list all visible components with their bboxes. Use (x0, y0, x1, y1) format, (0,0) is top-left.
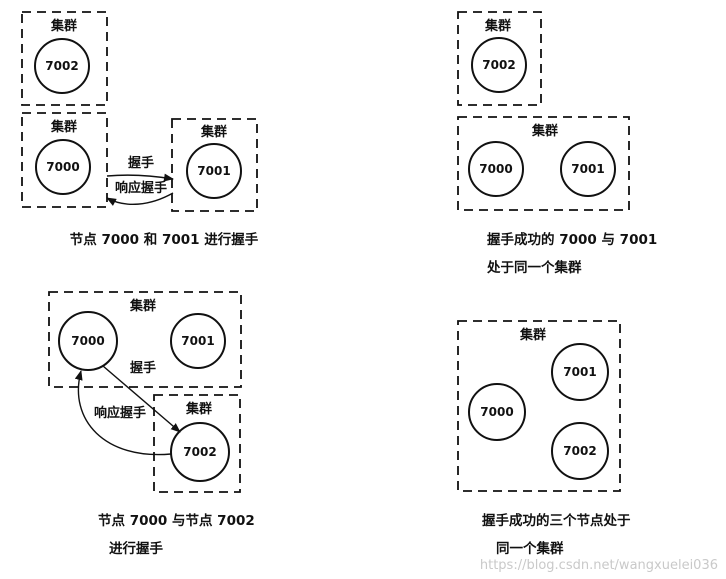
node-7000-label: 7000 (479, 162, 512, 176)
node-7000 (468, 383, 526, 441)
caption-panel-2-line-1: 握手成功的 7000 与 7001 (487, 231, 657, 248)
panel-three-nodes-same-cluster: 集群 7000 7001 7002 握手成功的三个节点处于 同一个集群 (457, 320, 631, 557)
node-7000 (58, 311, 118, 371)
node-7001-label: 7001 (563, 365, 596, 379)
cluster-label: 集群 (531, 123, 558, 139)
response-handshake-label: 响应握手 (94, 405, 146, 421)
cluster-box-7002 (153, 394, 241, 493)
node-7001 (170, 313, 226, 369)
node-7001 (551, 343, 609, 401)
node-7001 (186, 143, 242, 199)
node-7002 (34, 38, 90, 94)
cluster-box-7001 (171, 118, 258, 212)
node-7002-label: 7002 (482, 58, 515, 72)
cluster-box-all (457, 320, 621, 492)
panel-handshake-7000-7002: 集群 7000 7001 集群 7002 握手 响应握手 节点 7000 与节点… (48, 291, 255, 557)
panel-handshake-7000-7001: 集群 7002 集群 7000 集群 7001 握手 响应握手 节点 7000 … (21, 11, 259, 248)
cluster-label: 集群 (185, 401, 212, 417)
caption-panel-2-line-2: 处于同一个集群 (486, 259, 582, 276)
cluster-label: 集群 (200, 124, 227, 140)
node-7002 (170, 422, 230, 482)
node-7002-label: 7002 (563, 444, 596, 458)
cluster-box-7002 (457, 11, 542, 106)
caption-panel-4-line-2: 同一个集群 (496, 540, 564, 557)
handshake-arrow (102, 365, 181, 433)
cluster-label: 集群 (50, 119, 77, 135)
cluster-box-7000-7001 (457, 116, 630, 211)
node-7001 (560, 141, 616, 197)
node-7001-label: 7001 (181, 334, 214, 348)
node-7000-label: 7000 (71, 334, 104, 348)
cluster-label: 集群 (484, 18, 511, 34)
handshake-arrow (106, 173, 174, 182)
panel-7000-7001-same-cluster: 集群 7002 集群 7000 7001 握手成功的 7000 与 7001 处… (457, 11, 657, 276)
caption-panel-1: 节点 7000 和 7001 进行握手 (70, 231, 259, 248)
caption-panel-3-line-2: 进行握手 (109, 540, 163, 557)
node-7002-label: 7002 (45, 59, 78, 73)
node-7000-label: 7000 (480, 405, 513, 419)
node-7002 (471, 37, 527, 93)
cluster-box-7000-7001 (48, 291, 242, 388)
handshake-label: 握手 (130, 360, 156, 376)
response-handshake-arrow (106, 192, 174, 206)
response-handshake-arrow (74, 370, 172, 456)
node-7002 (551, 422, 609, 480)
watermark: https://blog.csdn.net/wangxuelei036 (480, 558, 718, 573)
cluster-label: 集群 (519, 327, 546, 343)
caption-panel-3-line-1: 节点 7000 与节点 7002 (98, 512, 255, 529)
node-7001-label: 7001 (197, 164, 230, 178)
node-7000 (35, 139, 91, 195)
caption-panel-4-line-1: 握手成功的三个节点处于 (482, 512, 631, 529)
handshake-label: 握手 (128, 155, 154, 171)
node-7002-label: 7002 (183, 445, 216, 459)
cluster-label: 集群 (50, 18, 77, 34)
node-7001-label: 7001 (571, 162, 604, 176)
cluster-label: 集群 (129, 298, 156, 314)
node-7000-label: 7000 (46, 160, 79, 174)
node-7000 (468, 141, 524, 197)
response-handshake-label: 响应握手 (115, 180, 167, 196)
